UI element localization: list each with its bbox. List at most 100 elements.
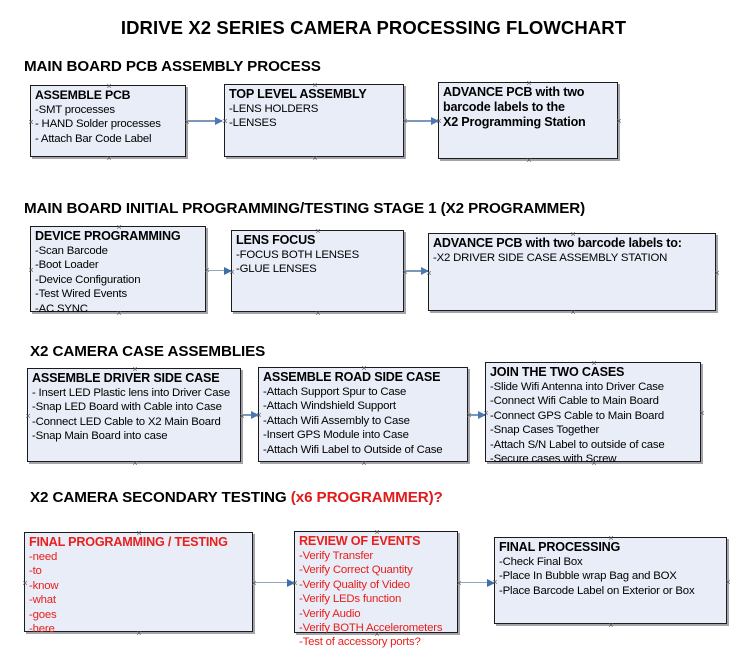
- node-assemble-road-side-case[interactable]: ASSEMBLE ROAD SIDE CASE -Attach Support …: [258, 367, 468, 462]
- node-line: - HAND Solder processes: [35, 118, 161, 131]
- resize-handle-bottom[interactable]: [315, 310, 322, 317]
- node-line: -need: [29, 551, 58, 563]
- node-title: ASSEMBLE ROAD SIDE CASE: [263, 370, 441, 384]
- node-line: - Attach Bar Code Label: [35, 132, 152, 145]
- resize-handle-bottom[interactable]: [526, 157, 533, 164]
- node-lens-focus[interactable]: LENS FOCUS -FOCUS BOTH LENSES -GLUE LENS…: [231, 230, 404, 312]
- section-header-text: MAIN BOARD PCB ASSEMBLY PROCESS: [24, 58, 321, 75]
- node-line: -Place Barcode Label on Exterior or Box: [499, 584, 695, 597]
- node-title: LENS FOCUS: [236, 233, 316, 247]
- node-title: ADVANCE PCB with two: [443, 85, 585, 99]
- arrow-final-programming-to-review-of-events: [255, 577, 295, 589]
- node-line: -Verify LEDs function: [299, 593, 402, 606]
- resize-handle-bottom[interactable]: [312, 155, 319, 162]
- node-line: -Insert GPS Module into Case: [263, 429, 409, 442]
- node-line: -Verify Correct Quantity: [299, 564, 413, 577]
- node-advance-pcb-to-programming-station[interactable]: ADVANCE PCB with two barcode labels to t…: [438, 82, 618, 159]
- node-title: TOP LEVEL ASSEMBLY: [229, 87, 367, 101]
- section-header-main-board-pcb-assembly: MAIN BOARD PCB ASSEMBLY PROCESS: [24, 58, 321, 75]
- node-line: -Attach Windshield Support: [263, 400, 396, 413]
- section-header-main-board-initial-programming: MAIN BOARD INITIAL PROGRAMMING/TESTING S…: [24, 200, 585, 217]
- node-line: -Slide Wifi Antenna into Driver Case: [490, 381, 664, 393]
- node-title: JOIN THE TWO CASES: [490, 365, 625, 379]
- resize-handle-right[interactable]: [714, 270, 721, 277]
- node-device-programming[interactable]: DEVICE PROGRAMMING -Scan Barcode -Boot L…: [28, 226, 206, 315]
- node-line: -Attach S/N Label to outside of case: [490, 438, 665, 451]
- resize-handle-left[interactable]: [22, 580, 29, 587]
- node-line: - Insert LED Plastic lens into Driver Ca…: [32, 387, 230, 399]
- node-line: -LENSES: [229, 117, 277, 130]
- node-line: -Verify Quality of Video: [299, 578, 410, 591]
- node-top-level-assembly[interactable]: TOP LEVEL ASSEMBLY -LENS HOLDERS -LENSES: [224, 84, 404, 157]
- node-line: -Snap Main Board into case: [32, 430, 168, 443]
- resize-handle-left[interactable]: [25, 413, 32, 420]
- resize-handle-bottom[interactable]: [361, 460, 368, 467]
- node-line: -SMT processes: [35, 104, 115, 116]
- node-final-programming-testing[interactable]: FINAL PROGRAMMING / TESTING -need -to -k…: [22, 532, 253, 635]
- node-line: -AC SYNC: [35, 302, 88, 315]
- node-line: barcode labels to the: [443, 100, 565, 114]
- node-title: ASSEMBLE PCB: [35, 88, 131, 102]
- node-line: -Verify Audio: [299, 607, 361, 620]
- resize-handle-left[interactable]: [28, 267, 35, 274]
- node-line: -Test Wired Events: [35, 288, 127, 301]
- node-line: -Connect GPS Cable to Main Board: [490, 409, 665, 422]
- node-line: -Connect LED Cable to X2 Main Board: [32, 415, 221, 428]
- node-line: -Attach Wifi Assembly to Case: [263, 414, 410, 427]
- node-line: -Scan Barcode: [35, 245, 108, 257]
- node-line: -Device Configuration: [35, 273, 141, 286]
- node-line: -Attach Support Spur to Case: [263, 386, 407, 398]
- node-line: -Snap Cases Together: [490, 424, 600, 437]
- node-line: -know: [29, 579, 59, 592]
- arrow-road-case-to-join-cases: [470, 410, 486, 419]
- node-advance-pcb-to-driver-side-station[interactable]: ADVANCE PCB with two barcode labels to: …: [428, 233, 716, 311]
- node-title: FINAL PROGRAMMING / TESTING: [29, 535, 228, 549]
- resize-handle-bottom[interactable]: [608, 622, 615, 629]
- node-title: REVIEW OF EVENTS: [299, 534, 421, 548]
- section-header-x2-camera-case-assemblies: X2 CAMERA CASE ASSEMBLIES: [30, 343, 265, 360]
- node-review-of-events[interactable]: REVIEW OF EVENTS -Verify Transfer -Verif…: [294, 531, 458, 648]
- node-final-processing[interactable]: FINAL PROCESSING -Check Final Box -Place…: [494, 537, 727, 624]
- node-line: -Place In Bubble wrap Bag and BOX: [499, 570, 677, 583]
- node-line: -here: [29, 623, 55, 636]
- resize-handle-bottom[interactable]: [132, 460, 139, 467]
- node-assemble-driver-side-case[interactable]: ASSEMBLE DRIVER SIDE CASE - Insert LED P…: [27, 368, 241, 462]
- arrow-review-of-events-to-final-processing: [460, 577, 495, 589]
- arrow-top-level-to-advance-pcb: [406, 116, 439, 125]
- node-line: -what: [29, 594, 56, 607]
- node-line: -Boot Loader: [35, 259, 99, 272]
- node-assemble-pcb[interactable]: ASSEMBLE PCB -SMT processes - HAND Solde…: [30, 85, 186, 157]
- node-title: ASSEMBLE DRIVER SIDE CASE: [32, 371, 220, 385]
- node-line: -Check Final Box: [499, 556, 583, 568]
- node-line: -Attach Wifi Label to Outside of Case: [263, 443, 443, 456]
- resize-handle-right[interactable]: [616, 118, 623, 125]
- node-line: -Connect Wifi Cable to Main Board: [490, 395, 659, 408]
- node-title: FINAL PROCESSING: [499, 540, 621, 554]
- node-title: DEVICE PROGRAMMING: [35, 229, 181, 243]
- node-line: -FOCUS BOTH LENSES: [236, 249, 359, 261]
- resize-handle-bottom[interactable]: [106, 155, 113, 162]
- arrow-driver-case-to-road-case: [243, 410, 259, 419]
- resize-handle-right[interactable]: [725, 579, 732, 586]
- section-header-text: X2 CAMERA CASE ASSEMBLIES: [30, 343, 266, 360]
- page-title: IDRIVE X2 SERIES CAMERA PROCESSING FLOWC…: [120, 17, 627, 38]
- node-line: -Verify BOTH Accelerometers: [299, 622, 443, 635]
- node-line: -GLUE LENSES: [236, 263, 317, 276]
- arrow-assemble-pcb-to-top-level: [188, 116, 223, 125]
- section-header-text: X2 CAMERA SECONDARY TESTING: [30, 489, 291, 506]
- node-join-the-two-cases[interactable]: JOIN THE TWO CASES -Slide Wifi Antenna i…: [485, 362, 701, 465]
- node-line: -to: [29, 565, 42, 578]
- resize-handle-right[interactable]: [699, 410, 706, 417]
- arrow-device-programming-to-lens-focus: [207, 265, 232, 277]
- node-line: -Verify Transfer: [299, 550, 374, 562]
- section-header-text: MAIN BOARD INITIAL PROGRAMMING/TESTING S…: [24, 200, 586, 217]
- node-line: -goes: [29, 608, 57, 621]
- section-header-x2-camera-secondary-testing: X2 CAMERA SECONDARY TESTING (x6 PROGRAMM…: [30, 489, 443, 506]
- resize-handle-left[interactable]: [28, 119, 35, 126]
- arrow-lens-focus-to-advance-pcb: [406, 266, 429, 275]
- node-line: -Secure cases with Screw: [490, 453, 617, 466]
- node-line: -LENS HOLDERS: [229, 103, 319, 115]
- node-line: X2 Programming Station: [443, 115, 586, 129]
- resize-handle-bottom[interactable]: [570, 309, 577, 316]
